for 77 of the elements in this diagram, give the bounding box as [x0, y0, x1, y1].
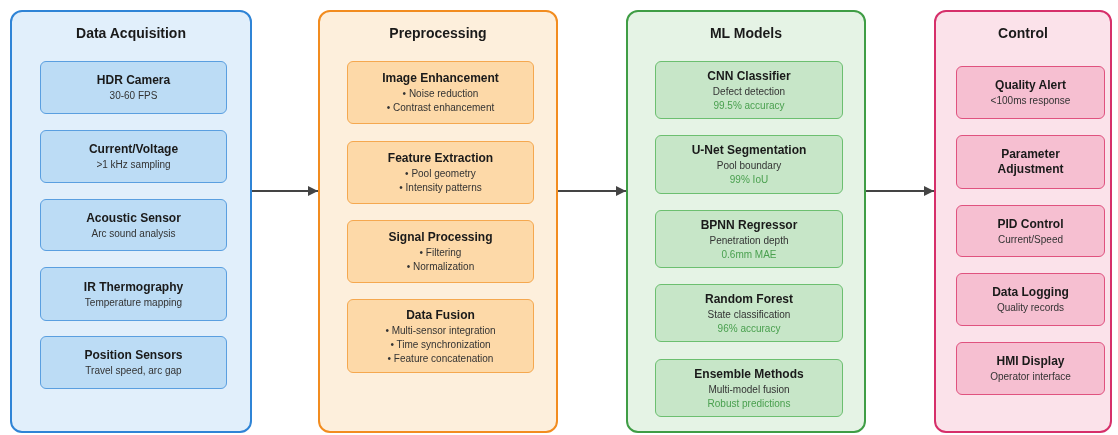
component-box	[956, 205, 1105, 257]
flow-arrow	[865, 186, 935, 196]
metric-text: 99.5% accuracy	[713, 99, 785, 112]
metric-text: 0.6mm MAE	[721, 248, 777, 261]
component-detail: Temperature mapping	[84, 296, 183, 309]
component-detail: Arc sound analysis	[91, 227, 176, 240]
stage-title: ML Models	[708, 25, 784, 41]
flow-arrow	[251, 186, 319, 196]
component-detail: State classification	[707, 308, 791, 321]
component-box	[347, 61, 534, 124]
component-box	[40, 130, 227, 183]
component-title: PID Control	[997, 216, 1064, 232]
component-detail: Defect detection	[712, 85, 786, 98]
component-box	[956, 66, 1105, 119]
component-detail: • Noise reduction	[402, 88, 479, 100]
component-detail: Quality records	[996, 302, 1065, 314]
component-title: Parameter Adjustment	[996, 147, 1065, 177]
component-box	[655, 284, 843, 342]
component-detail: • Time synchronization	[390, 338, 491, 351]
component-title: BPNN Regressor	[700, 217, 798, 233]
component-box	[956, 342, 1105, 395]
component-box	[655, 359, 843, 417]
component-box	[956, 135, 1105, 189]
component-detail: Travel speed, arc gap	[85, 365, 182, 377]
component-detail: <100ms response	[990, 95, 1071, 107]
stage-panel	[626, 10, 866, 433]
stage-title: Preprocessing	[388, 25, 488, 41]
metric-text: 99% IoU	[729, 174, 769, 186]
metric-text: Robust predictions	[707, 397, 791, 410]
component-detail: Pool boundary	[716, 160, 782, 172]
component-box	[40, 199, 227, 251]
component-detail: Operator interface	[990, 371, 1071, 383]
component-detail: • Pool geometry	[405, 168, 476, 180]
component-title: U-Net Segmentation	[691, 143, 807, 158]
component-box	[40, 267, 227, 321]
component-box	[40, 336, 227, 389]
component-box	[347, 299, 534, 373]
stage-panel	[934, 10, 1112, 433]
component-title: CNN Classifier	[707, 68, 791, 84]
component-detail: >1 kHz sampling	[96, 159, 171, 171]
component-title: HMI Display	[996, 354, 1065, 369]
component-detail: Current/Speed	[997, 233, 1063, 246]
component-box	[347, 141, 534, 204]
component-title: Data Logging	[992, 285, 1069, 300]
component-box	[956, 273, 1105, 326]
component-title: Feature Extraction	[387, 151, 494, 166]
component-title: Image Enhancement	[382, 71, 499, 86]
component-detail: • Filtering	[419, 247, 462, 259]
metric-text: 96% accuracy	[717, 322, 781, 335]
component-box	[40, 61, 227, 114]
stage-panel	[10, 10, 252, 433]
component-box	[655, 61, 843, 119]
component-box	[655, 210, 843, 268]
component-title: Data Fusion	[406, 307, 475, 323]
component-detail: • Feature concatenation	[387, 352, 494, 365]
component-detail: 30-60 FPS	[109, 90, 158, 102]
component-title: Position Sensors	[84, 348, 183, 363]
stage-title: Control	[997, 25, 1049, 41]
component-detail: Penetration depth	[709, 234, 789, 247]
component-title: Quality Alert	[995, 78, 1066, 93]
component-title: Acoustic Sensor	[86, 210, 181, 226]
component-title: Current/Voltage	[88, 142, 179, 157]
stage-panel	[318, 10, 558, 433]
component-title: IR Thermography	[83, 279, 184, 295]
component-detail: • Normalization	[406, 261, 475, 273]
component-detail: Multi-model fusion	[708, 383, 790, 396]
component-box	[655, 135, 843, 194]
component-title: HDR Camera	[96, 73, 171, 88]
component-title: Signal Processing	[388, 230, 493, 245]
flow-arrow	[557, 186, 627, 196]
component-detail: • Intensity patterns	[399, 182, 482, 194]
component-detail: • Contrast enhancement	[386, 102, 495, 114]
component-box	[347, 220, 534, 283]
component-title: Ensemble Methods	[694, 366, 804, 382]
stage-title: Data Acquisition	[75, 25, 187, 41]
component-detail: • Multi-sensor integration	[385, 324, 496, 337]
component-title: Random Forest	[705, 291, 793, 307]
